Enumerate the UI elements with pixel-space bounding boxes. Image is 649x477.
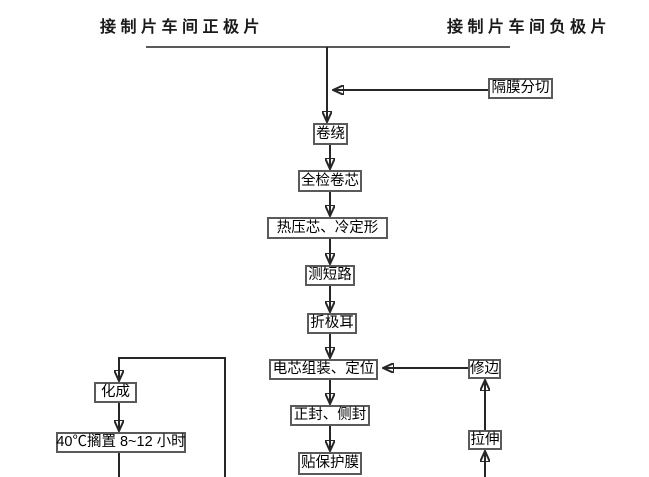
formation-loop [119, 357, 226, 477]
node-cell-assembly-position: 电芯组装、定位 [269, 359, 378, 380]
node-fold-tab: 折极耳 [307, 313, 357, 334]
node-hot-press-cold-set: 热压芯、冷定形 [267, 217, 388, 239]
node-full-inspect-core: 全检卷芯 [298, 170, 362, 192]
node-winding: 卷绕 [313, 123, 348, 145]
node-trimming: 修边 [468, 359, 501, 379]
node-apply-protective-film: 贴保护膜 [298, 452, 362, 475]
node-rest-40c: 40℃搁置 8~12 小时 [56, 432, 186, 453]
node-separator-slitting: 隔膜分切 [488, 78, 553, 99]
title-positive-electrode-feed: 接制片车间正极片 [100, 19, 265, 36]
node-short-circuit-test: 测短路 [305, 265, 355, 286]
title-negative-electrode-feed: 接制片车间负极片 [447, 19, 612, 36]
node-stretching: 拉伸 [468, 430, 502, 450]
node-top-side-seal: 正封、侧封 [290, 405, 370, 426]
node-formation: 化成 [94, 382, 137, 403]
